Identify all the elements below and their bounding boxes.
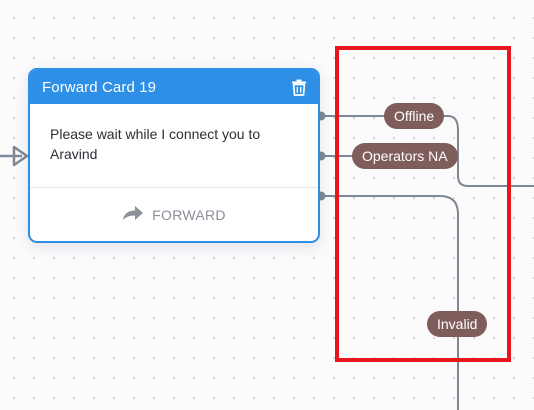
- card-header[interactable]: Forward Card 19: [30, 70, 318, 104]
- forward-arrow-icon: [122, 205, 144, 224]
- port-label-offline[interactable]: Offline: [384, 103, 445, 129]
- incoming-arrow-head: [12, 145, 29, 167]
- highlight-box: [335, 46, 511, 362]
- offline-connector: [321, 115, 534, 187]
- port-label-invalid[interactable]: Invalid: [427, 311, 488, 337]
- forward-button-label: FORWARD: [152, 206, 226, 223]
- forward-button[interactable]: FORWARD: [30, 188, 318, 241]
- port-label-operators-na[interactable]: Operators NA: [352, 143, 458, 169]
- trash-icon[interactable]: [290, 78, 308, 96]
- forward-card[interactable]: Forward Card 19 Please wait while I conn…: [28, 68, 320, 243]
- invalid-connector: [321, 195, 459, 410]
- card-message-text: Please wait while I connect you to Aravi…: [50, 126, 261, 162]
- card-title: Forward Card 19: [42, 78, 157, 96]
- card-message[interactable]: Please wait while I connect you to Aravi…: [30, 104, 318, 188]
